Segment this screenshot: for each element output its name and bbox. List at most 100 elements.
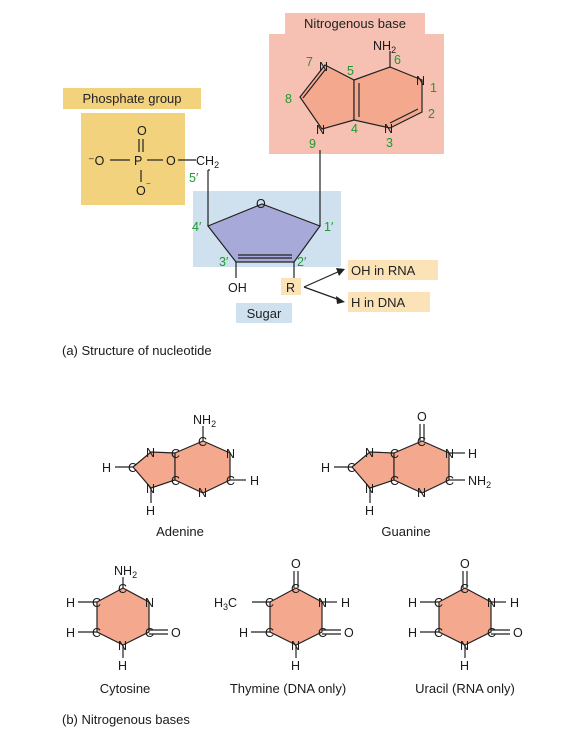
- guanine-c5: C: [390, 447, 399, 461]
- cytosine-o: O: [171, 626, 181, 640]
- guanine-nh2: NH2: [468, 474, 491, 490]
- cytosine-name: Cytosine: [100, 681, 151, 696]
- purine-num-8: 8: [285, 92, 292, 106]
- purine-nh2: NH2: [373, 39, 396, 55]
- uracil-h-n3: H: [510, 596, 519, 610]
- phosphate-label: Phosphate group: [82, 91, 181, 106]
- thymine-h-n3: H: [341, 596, 350, 610]
- caption-a: (a) Structure of nucleotide: [62, 343, 212, 358]
- adenine-h-left: H: [102, 461, 111, 475]
- guanine-h-bottom: H: [365, 504, 374, 518]
- thymine-c2: C: [318, 626, 327, 640]
- purine-num-4: 4: [351, 122, 358, 136]
- cytosine-nh2: NH2: [114, 564, 137, 580]
- cytosine-c2: C: [145, 626, 154, 640]
- guanine-h-n1: H: [468, 447, 477, 461]
- cytosine-structure: NH2 H C C N H C N C O H: [66, 564, 181, 673]
- thymine-n1: N: [291, 639, 300, 653]
- sugar-label: Sugar: [247, 306, 282, 321]
- cytosine-h-n1: H: [118, 659, 127, 673]
- thymine-structure: O H3C C C N H H C N C O H: [214, 557, 354, 673]
- h-dna-label: H in DNA: [351, 295, 406, 310]
- uracil-n3: N: [487, 596, 496, 610]
- adenine-n9: N: [146, 482, 155, 496]
- guanine-c2: C: [445, 474, 454, 488]
- purine-n9: N: [316, 123, 325, 137]
- purine-num-5: 5: [347, 64, 354, 78]
- oh-rna-label: OH in RNA: [351, 263, 416, 278]
- thymine-h3c: H3C: [214, 596, 237, 612]
- thymine-n3: N: [318, 596, 327, 610]
- imidazole-ring: [299, 64, 355, 130]
- base-label: Nitrogenous base: [304, 16, 406, 31]
- adenine-h-right: H: [250, 474, 259, 488]
- uracil-c6: C: [434, 626, 443, 640]
- purine-num-2: 2: [428, 107, 435, 121]
- guanine-name: Guanine: [381, 524, 430, 539]
- uracil-n1: N: [460, 639, 469, 653]
- cytosine-c6: C: [92, 626, 101, 640]
- uracil-o-top: O: [460, 557, 470, 571]
- base-label-bg: [285, 13, 425, 34]
- sugar-label-bg: [236, 303, 292, 323]
- oh-rna-bg: [348, 260, 438, 280]
- guanine-structure: O H C N C C N H N C N C NH2 H: [321, 410, 491, 518]
- uracil-h-top: H: [408, 596, 417, 610]
- adenine-c2: C: [226, 474, 235, 488]
- sugar-num-3prime: 3′: [219, 255, 229, 269]
- guanine-o: O: [417, 410, 427, 424]
- guanine-h-left: H: [321, 461, 330, 475]
- adenine-name: Adenine: [156, 524, 204, 539]
- thymine-c6: C: [265, 626, 274, 640]
- phosphate-label-bg: [63, 88, 201, 109]
- guanine-c4: C: [390, 474, 399, 488]
- cytosine-c5: C: [92, 596, 101, 610]
- uracil-h-n1: H: [460, 659, 469, 673]
- sugar-num-1prime: 1′: [324, 220, 334, 234]
- adenine-n1: N: [226, 447, 235, 461]
- phosphate-box: [81, 113, 185, 205]
- cytosine-c4: C: [118, 582, 127, 596]
- sugar-oh: OH: [228, 281, 247, 295]
- thymine-name: Thymine (DNA only): [230, 681, 346, 696]
- thymine-c4: C: [291, 582, 300, 596]
- thymine-o: O: [344, 626, 354, 640]
- guanine-n3: N: [417, 486, 426, 500]
- thymine-c5: C: [265, 596, 274, 610]
- sugar-r-bg: [281, 278, 301, 295]
- uracil-o: O: [513, 626, 523, 640]
- phosphate-ch2: CH2: [196, 154, 219, 170]
- sugar-r: R: [286, 281, 295, 295]
- uracil-c5: C: [434, 596, 443, 610]
- uracil-name: Uracil (RNA only): [415, 681, 515, 696]
- phosphate-p: P: [134, 154, 142, 168]
- sugar-ring: [207, 150, 321, 278]
- adenine-c4: C: [171, 474, 180, 488]
- sugar-num-5prime: 5′: [189, 171, 199, 185]
- guanine-c8: C: [347, 461, 356, 475]
- phosphate-group: O ⁻O P O CH2 O⁻ 5′: [88, 124, 219, 198]
- phosphate-o-right: O: [166, 154, 176, 168]
- guanine-n1: N: [445, 447, 454, 461]
- uracil-structure: O H C C N H H C N C O H: [408, 557, 523, 673]
- adenine-n3: N: [198, 486, 207, 500]
- sugar-ring-o: O: [256, 197, 266, 211]
- uracil-h-bot: H: [408, 626, 417, 640]
- caption-b: (b) Nitrogenous bases: [62, 712, 190, 727]
- purine-num-6: 6: [394, 53, 401, 67]
- adenine-structure: NH2 H C N C C N N C N C H H: [102, 413, 259, 518]
- phosphate-o-top: O: [137, 124, 147, 138]
- r-arrows: [303, 268, 345, 304]
- adenine-nh2: NH2: [193, 413, 216, 429]
- cytosine-h-top: H: [66, 596, 75, 610]
- thymine-h-bot: H: [239, 626, 248, 640]
- purine-n1: N: [416, 74, 425, 88]
- purine-n3: N: [384, 122, 393, 136]
- purine-n7: N: [319, 60, 328, 74]
- guanine-n7: N: [365, 446, 374, 460]
- adenine-c8: C: [128, 461, 137, 475]
- purine-num-1: 1: [430, 81, 437, 95]
- cytosine-n1: N: [118, 639, 127, 653]
- guanine-c6: C: [417, 435, 426, 449]
